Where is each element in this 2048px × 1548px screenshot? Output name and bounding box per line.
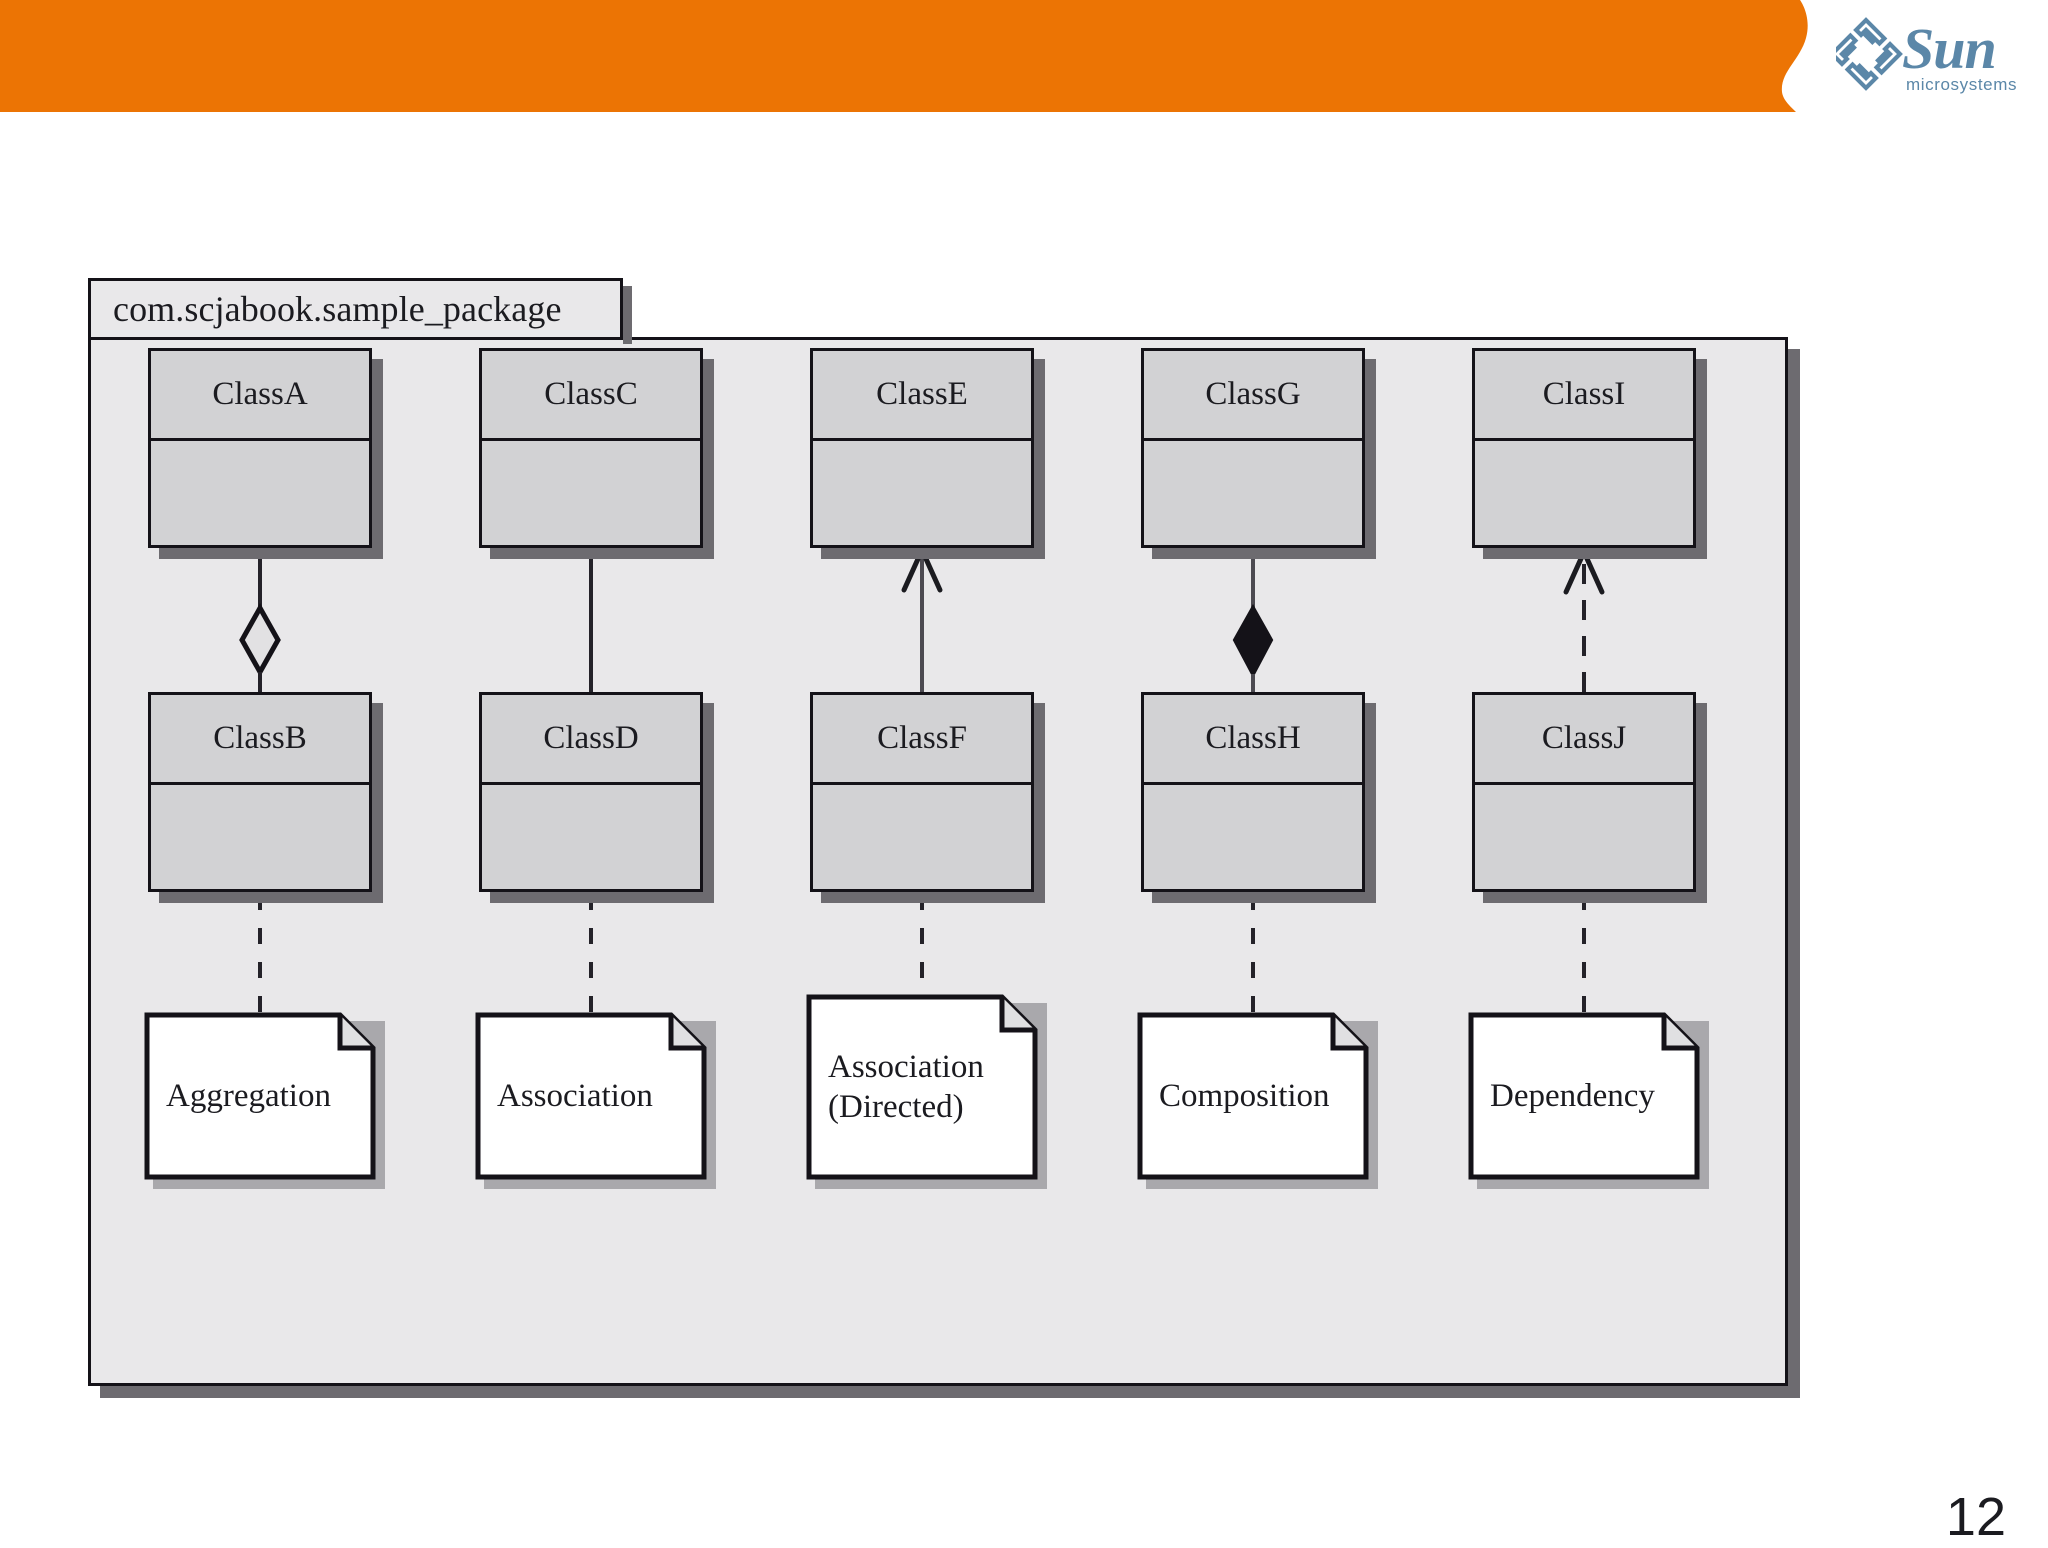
class-name-compartment: ClassF bbox=[813, 695, 1031, 785]
svg-text:microsystems: microsystems bbox=[1906, 75, 2017, 94]
sun-microsystems-logo: Sun microsystems bbox=[1836, 8, 2026, 104]
note-line: (Directed) bbox=[828, 1089, 964, 1125]
note-folded-corner bbox=[1661, 1015, 1697, 1051]
class-box-classh[interactable]: ClassH bbox=[1141, 692, 1376, 903]
class-box-classf[interactable]: ClassF bbox=[810, 692, 1045, 903]
class-box-frame: ClassE bbox=[810, 348, 1034, 548]
svg-text:Sun: Sun bbox=[1902, 16, 1996, 81]
class-name-label: ClassH bbox=[1205, 720, 1301, 756]
note-association-directed[interactable]: Association (Directed) bbox=[806, 994, 1047, 1189]
class-name-label: ClassG bbox=[1205, 376, 1301, 412]
package-name-label: com.scjabook.sample_package bbox=[113, 289, 562, 329]
class-name-label: ClassF bbox=[877, 720, 967, 756]
class-box-frame: ClassF bbox=[810, 692, 1034, 892]
note-folded-corner bbox=[337, 1015, 373, 1051]
class-box-classc[interactable]: ClassC bbox=[479, 348, 714, 559]
note-line: Association bbox=[828, 1048, 984, 1085]
class-box-classi[interactable]: ClassI bbox=[1472, 348, 1707, 559]
class-name-label: ClassA bbox=[212, 376, 308, 412]
class-name-compartment: ClassH bbox=[1144, 695, 1362, 785]
class-name-compartment: ClassA bbox=[151, 351, 369, 441]
class-box-frame: ClassH bbox=[1141, 692, 1365, 892]
class-name-compartment: ClassJ bbox=[1475, 695, 1693, 785]
note-aggregation[interactable]: Aggregation bbox=[144, 1012, 385, 1189]
class-box-classb[interactable]: ClassB bbox=[148, 692, 383, 903]
class-box-frame: ClassB bbox=[148, 692, 372, 892]
page-number: 12 bbox=[1945, 1487, 2006, 1547]
note-composition[interactable]: Composition bbox=[1137, 1012, 1378, 1189]
class-box-frame: ClassI bbox=[1472, 348, 1696, 548]
class-attribute-compartment bbox=[482, 441, 700, 548]
class-name-compartment: ClassB bbox=[151, 695, 369, 785]
note-text: Association (Directed) bbox=[828, 994, 1030, 1180]
note-association[interactable]: Association bbox=[475, 1012, 716, 1189]
class-box-frame: ClassC bbox=[479, 348, 703, 548]
class-box-classg[interactable]: ClassG bbox=[1141, 348, 1376, 559]
class-name-label: ClassE bbox=[876, 376, 968, 412]
class-attribute-compartment bbox=[151, 441, 369, 548]
class-attribute-compartment bbox=[1475, 441, 1693, 548]
note-text: Aggregation bbox=[166, 1012, 368, 1180]
class-box-classe[interactable]: ClassE bbox=[810, 348, 1045, 559]
note-dependency[interactable]: Dependency bbox=[1468, 1012, 1709, 1189]
sun-logo-mark bbox=[1836, 17, 1903, 91]
class-box-classd[interactable]: ClassD bbox=[479, 692, 714, 903]
sun-wordmark: Sun microsystems bbox=[1902, 16, 2017, 94]
class-name-label: ClassD bbox=[543, 720, 639, 756]
header-band bbox=[0, 0, 2048, 112]
class-attribute-compartment bbox=[1144, 785, 1362, 892]
class-attribute-compartment bbox=[813, 441, 1031, 548]
class-attribute-compartment bbox=[1475, 785, 1693, 892]
class-box-frame: ClassD bbox=[479, 692, 703, 892]
note-folded-corner bbox=[999, 997, 1035, 1033]
class-attribute-compartment bbox=[1144, 441, 1362, 548]
class-attribute-compartment bbox=[482, 785, 700, 892]
note-text: Association bbox=[497, 1012, 699, 1180]
note-folded-corner bbox=[668, 1015, 704, 1051]
note-line: Association bbox=[497, 1077, 653, 1114]
note-text: Dependency bbox=[1490, 1012, 1692, 1180]
class-name-compartment: ClassC bbox=[482, 351, 700, 441]
package-tab: com.scjabook.sample_package bbox=[88, 278, 623, 340]
note-text: Composition bbox=[1159, 1012, 1361, 1180]
class-name-label: ClassC bbox=[544, 376, 638, 412]
orange-banner-shape bbox=[0, 0, 1808, 112]
class-box-classj[interactable]: ClassJ bbox=[1472, 692, 1707, 903]
note-folded-corner bbox=[1330, 1015, 1366, 1051]
note-line: Composition bbox=[1159, 1077, 1330, 1114]
class-name-label: ClassJ bbox=[1541, 720, 1627, 756]
class-name-compartment: ClassI bbox=[1475, 351, 1693, 441]
package-tab-shadow bbox=[623, 286, 632, 344]
note-line: Aggregation bbox=[166, 1077, 331, 1114]
class-attribute-compartment bbox=[151, 785, 369, 892]
class-name-label: ClassB bbox=[213, 720, 307, 756]
uml-package: com.scjabook.sample_package ClassE : DIR… bbox=[88, 278, 1800, 1398]
class-name-compartment: ClassE bbox=[813, 351, 1031, 441]
class-box-classa[interactable]: ClassA bbox=[148, 348, 383, 559]
class-box-frame: ClassA bbox=[148, 348, 372, 548]
class-box-frame: ClassG bbox=[1141, 348, 1365, 548]
class-name-compartment: ClassG bbox=[1144, 351, 1362, 441]
class-name-compartment: ClassD bbox=[482, 695, 700, 785]
class-name-label: ClassI bbox=[1542, 376, 1626, 412]
class-box-frame: ClassJ bbox=[1472, 692, 1696, 892]
class-attribute-compartment bbox=[813, 785, 1031, 892]
note-line: Dependency bbox=[1490, 1077, 1655, 1114]
